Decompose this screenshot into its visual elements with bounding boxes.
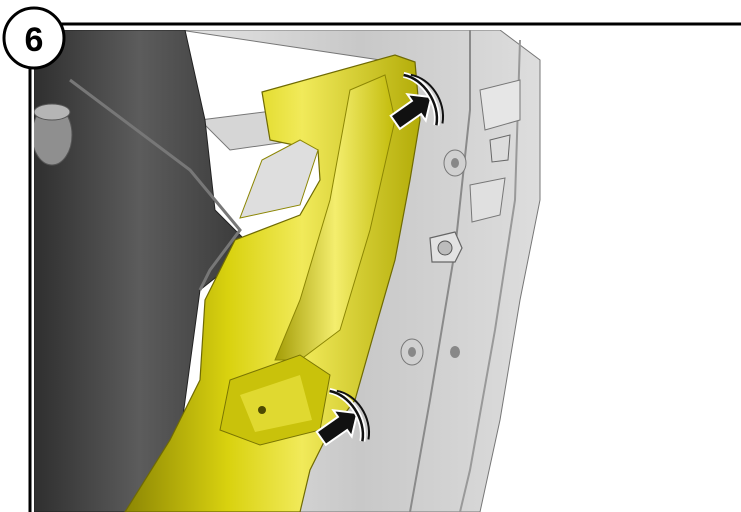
trim-panel-rib	[274, 74, 396, 361]
pillar-clip-head	[437, 240, 453, 256]
trim-panel-hole-lower	[258, 406, 266, 414]
seat-back-edge	[69, 78, 242, 291]
release-clip-arrow-icon	[315, 388, 371, 447]
release-clip-arrow-icon	[389, 72, 445, 131]
headrest-post-top	[34, 103, 71, 121]
trim-panel-pocket-shade	[240, 375, 312, 432]
pillar-edge-outer	[459, 39, 521, 512]
illustration-content	[34, 30, 541, 512]
pillar-hole	[450, 346, 460, 358]
step-number: 6	[25, 21, 44, 59]
upper-clip-housing	[479, 79, 521, 131]
trim-panel-cutout	[239, 139, 319, 219]
pillar-bracket-mid	[469, 177, 506, 223]
pillar-bolt-lower-center	[408, 347, 416, 357]
step-badge	[2, 6, 66, 70]
pillar-bolt-upper-center	[451, 158, 459, 168]
pillar-tab-upper	[489, 134, 511, 163]
